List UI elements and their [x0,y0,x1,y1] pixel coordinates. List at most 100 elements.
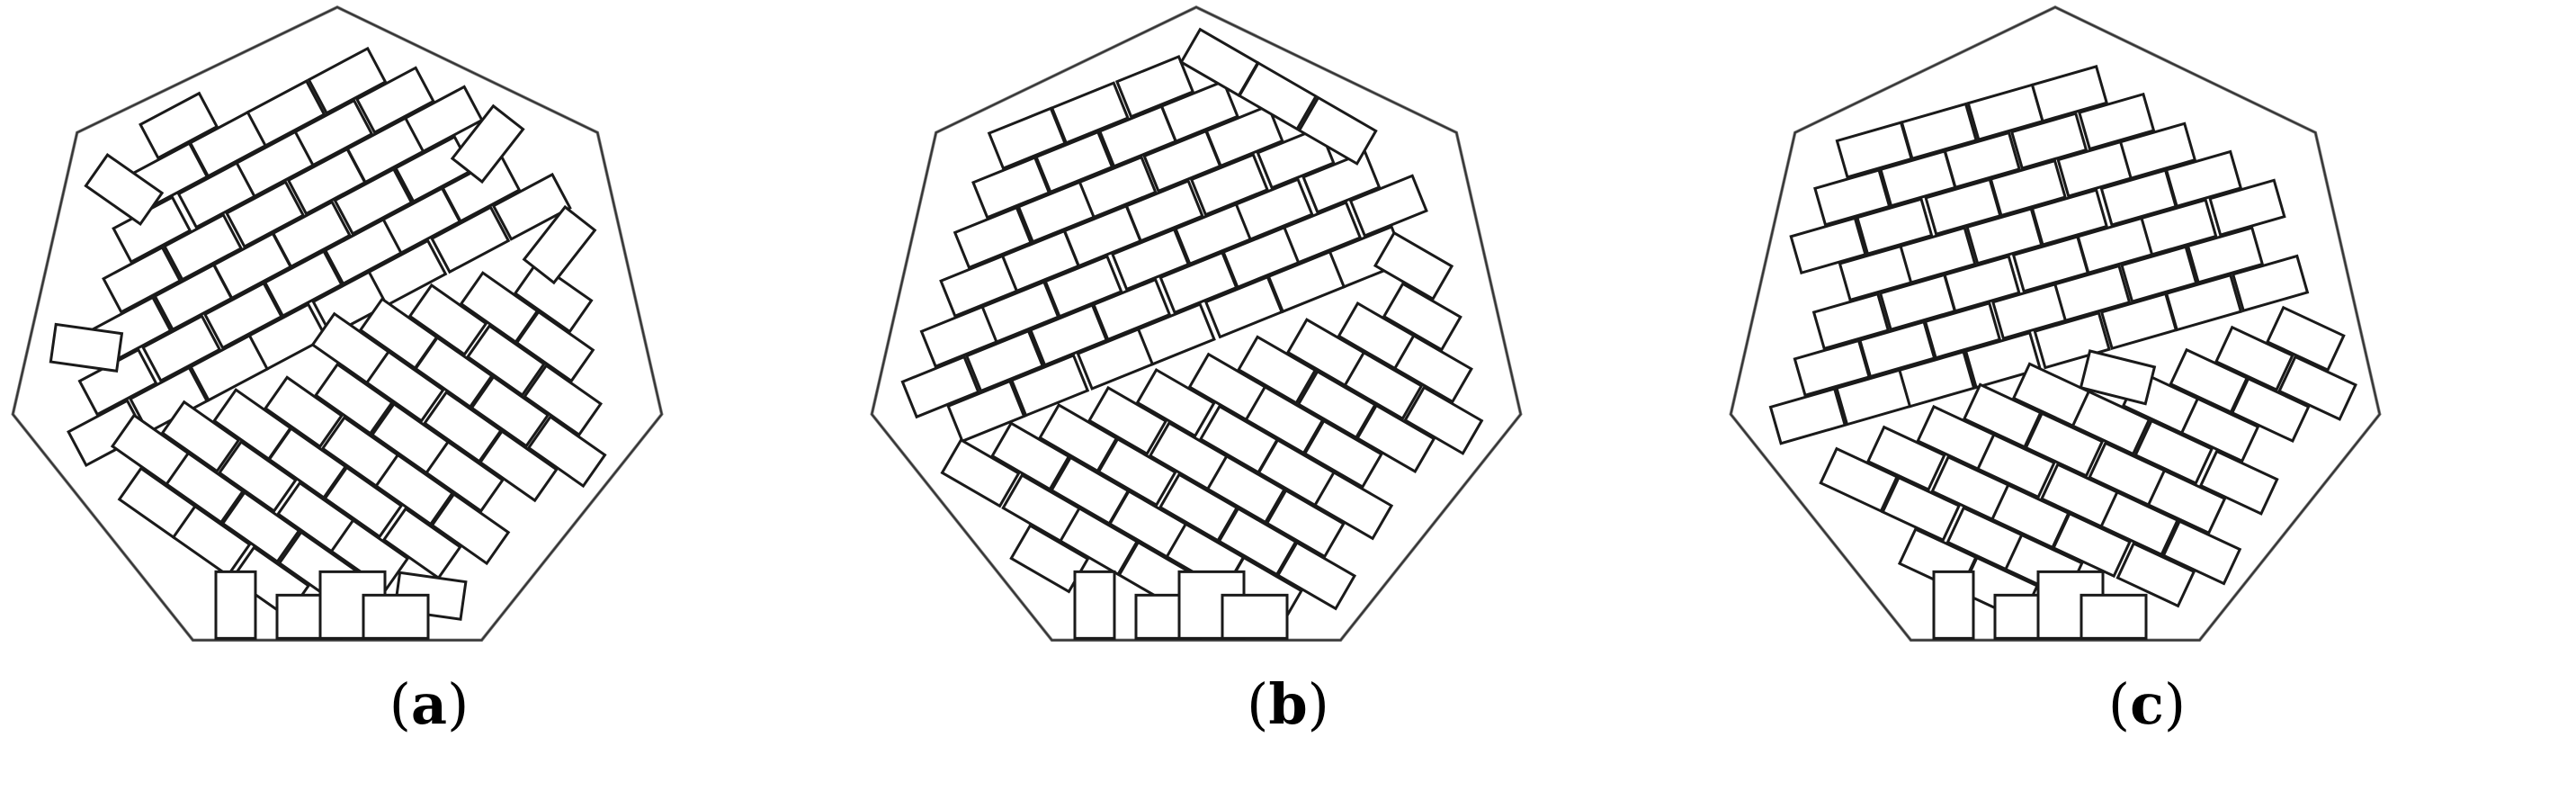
packed-rectangle [1312,470,1394,541]
packed-rectangle [367,238,448,308]
heptagon-packing-a [11,5,664,643]
packed-rectangle [1881,475,1962,543]
packed-rectangle [1092,277,1172,342]
packed-rectangle [202,281,283,350]
packed-rectangle [1382,282,1462,352]
packed-rectangle [1189,152,1269,217]
packed-rectangle [2052,511,2132,579]
packed-rectangle [267,427,348,500]
packed-rectangle [162,212,244,282]
packed-rectangle [2079,349,2157,406]
panel-c: (c) [1718,0,2576,791]
packed-rectangle [1348,174,1428,238]
packed-rectangle [1355,403,1436,474]
caption-a: (a) [389,671,470,737]
packed-rectangle [84,153,165,227]
packed-rectangle [220,490,301,564]
packed-rectangle [414,336,494,409]
packed-rectangle [1205,454,1286,525]
packed-rectangle [2161,519,2242,586]
packed-rectangle [1373,230,1454,301]
packed-rectangle [980,280,1060,344]
heptagon-packing-c [1729,5,2382,643]
packed-rectangle [1976,433,2056,499]
packing-layout-a [11,5,664,643]
packed-rectangle [1237,60,1319,131]
packed-rectangle [1302,418,1383,490]
packed-rectangle [1158,472,1239,543]
packed-rectangle [2231,254,2310,313]
packed-rectangle [1009,354,1090,418]
packed-rectangle [2186,226,2265,284]
packed-rectangle [1899,226,1977,284]
packed-rectangle [1811,292,1891,351]
packed-rectangle [2230,376,2311,444]
packed-rectangle [1265,488,1346,559]
packed-rectangle [1900,102,1978,161]
packed-rectangle [964,328,1045,393]
base-rectangle [362,593,430,640]
packed-rectangle [450,103,525,184]
packed-rectangle [1392,333,1473,404]
packed-rectangle [940,437,1021,508]
packing-layout-c [1729,5,2382,643]
packed-rectangle [263,249,344,319]
packed-rectangle [333,166,414,236]
packed-rectangle [1856,197,1934,256]
packed-rectangle [1858,319,1936,379]
packed-rectangle [466,324,546,398]
packed-rectangle [2214,325,2294,392]
packed-rectangle [2071,390,2151,456]
packed-rectangle [2164,273,2243,332]
packed-rectangle [430,492,511,566]
packed-rectangle [217,439,298,513]
packed-rectangle [2099,490,2179,557]
packed-rectangle [1110,227,1191,292]
packed-rectangle [522,204,597,285]
packed-rectangle [1204,103,1284,168]
packed-rectangle [171,504,252,578]
base-rectangle [1073,570,1116,640]
packed-rectangle [1114,55,1195,119]
caption-b-letter: b [1268,671,1308,737]
packed-rectangle [1989,158,2067,218]
packed-rectangle [1050,81,1130,145]
packed-rectangle [1819,446,1900,513]
packed-rectangle [2077,92,2156,151]
packed-rectangle [1028,303,1109,367]
packed-rectangle [2118,121,2197,180]
panel-a: (a) [0,0,858,791]
packed-rectangle [1343,350,1424,421]
packed-rectangle [2169,347,2250,415]
packed-rectangle [407,283,488,356]
packed-rectangle [381,507,462,580]
packed-rectangle [513,260,594,334]
packing-layout-b [870,5,1523,643]
packed-rectangle [2133,418,2214,485]
packed-rectangle [1301,150,1382,214]
heptagon-border [1729,5,2382,643]
packed-rectangle [971,156,1051,220]
packed-rectangle [526,415,607,489]
packed-rectangle [403,85,484,154]
packed-rectangle [1136,302,1216,366]
packed-rectangle [1135,367,1216,438]
packed-rectangle [478,429,559,503]
packed-rectangle [1898,350,1976,409]
packed-rectangle [49,322,124,373]
packed-rectangle [165,451,246,525]
packed-rectangle [1282,201,1363,265]
packed-rectangle [1963,330,2043,390]
packed-rectangle [470,374,550,448]
base-rectangle [2080,593,2148,640]
packed-rectangle [953,205,1033,270]
packed-rectangle [2198,449,2279,516]
packed-rectangle [1159,79,1239,143]
packed-rectangle [1789,216,1867,275]
packed-rectangle [2030,188,2109,247]
packed-rectangle [2146,468,2227,535]
caption-c-letter: c [2130,671,2164,737]
packed-rectangle [1043,255,1123,319]
packed-rectangle [1923,301,2002,360]
